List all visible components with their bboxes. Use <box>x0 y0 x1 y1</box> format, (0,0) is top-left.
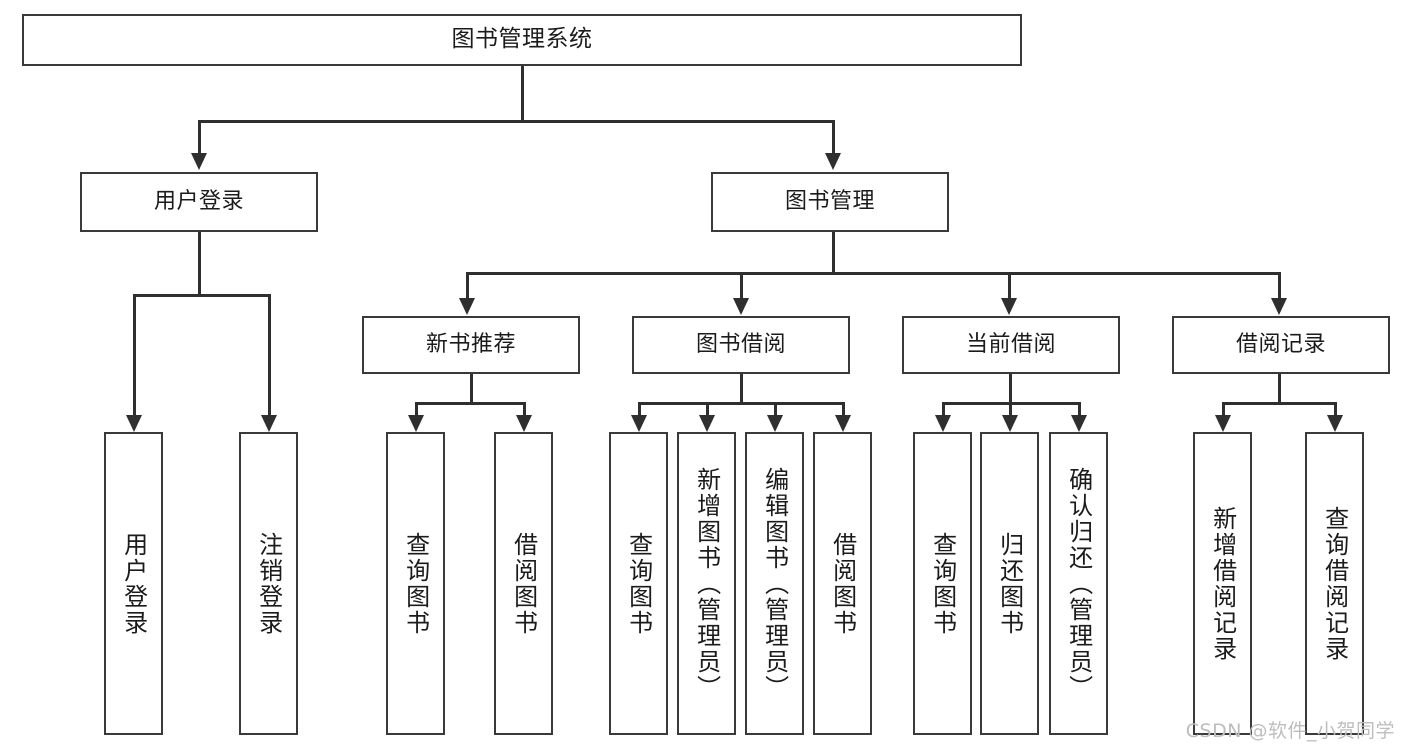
leaf-label: 新增借阅记录 <box>1208 505 1237 662</box>
node-book-manage[interactable]: 图书管理 <box>711 172 949 232</box>
connector-bookmanage-drop-2 <box>740 272 743 299</box>
arrow-to-book-borrow <box>733 298 749 315</box>
connector-bookborrow-stem <box>740 374 743 404</box>
connector-borrowrecord-drop-1 <box>1222 402 1225 416</box>
arrow-to-bookborrow-leaf-2 <box>699 415 715 432</box>
connector-userlogin-drop-1 <box>133 294 136 416</box>
arrow-to-newbook-leaf-2 <box>516 415 532 432</box>
leaf-bookborrow-query-book[interactable]: 查询图书 <box>609 432 668 735</box>
node-borrow-record[interactable]: 借阅记录 <box>1172 316 1390 374</box>
connector-bookborrow-drop-3 <box>774 402 777 416</box>
leaf-label: 用户登录 <box>119 531 148 636</box>
leaf-newbook-borrow-book[interactable]: 借阅图书 <box>494 432 553 735</box>
arrow-to-leaf-user-login <box>126 415 142 432</box>
arrow-to-bookborrow-leaf-4 <box>835 415 851 432</box>
leaf-label: 注销登录 <box>254 531 283 636</box>
connector-userlogin-stem <box>198 232 201 296</box>
arrow-to-borrowrecord-leaf-2 <box>1327 415 1343 432</box>
connector-bookmanage-bus <box>466 272 1281 275</box>
node-new-book-recommend[interactable]: 新书推荐 <box>362 316 580 374</box>
connector-root-stem <box>521 66 524 122</box>
leaf-currentborrow-return-book[interactable]: 归还图书 <box>980 432 1039 735</box>
leaf-label: 归还图书 <box>995 531 1024 636</box>
node-current-borrow[interactable]: 当前借阅 <box>902 316 1120 374</box>
leaf-label: 确认归还（管理员） <box>1064 466 1093 701</box>
arrow-to-borrow-record <box>1271 298 1287 315</box>
connector-bookmanage-drop-1 <box>466 272 469 299</box>
arrow-to-bookborrow-leaf-1 <box>631 415 647 432</box>
connector-root-bus <box>198 120 834 123</box>
arrow-to-borrowrecord-leaf-1 <box>1215 415 1231 432</box>
leaf-borrowrecord-add-record[interactable]: 新增借阅记录 <box>1193 432 1252 735</box>
arrow-to-currentborrow-leaf-3 <box>1071 415 1087 432</box>
arrow-to-new-book <box>459 298 475 315</box>
connector-borrowrecord-drop-2 <box>1334 402 1337 416</box>
connector-currentborrow-drop-1 <box>942 402 945 416</box>
node-root-system[interactable]: 图书管理系统 <box>22 14 1022 66</box>
leaf-label: 查询图书 <box>401 531 430 636</box>
leaf-label: 借阅图书 <box>509 531 538 636</box>
csdn-watermark: CSDN @软件_小贺同学 <box>1185 720 1395 742</box>
leaf-label: 查询借阅记录 <box>1320 505 1349 662</box>
leaf-logout[interactable]: 注销登录 <box>239 432 298 735</box>
connector-newbook-bus <box>415 402 525 405</box>
connector-borrowrecord-stem <box>1278 374 1281 404</box>
connector-bookborrow-bus <box>638 402 844 405</box>
leaf-label: 借阅图书 <box>828 531 857 636</box>
leaf-bookborrow-edit-book-admin[interactable]: 编辑图书（管理员） <box>745 432 804 735</box>
connector-currentborrow-drop-3 <box>1078 402 1081 416</box>
leaf-label: 新增图书（管理员） <box>692 466 721 701</box>
arrow-to-book-manage <box>825 153 841 170</box>
leaf-bookborrow-add-book-admin[interactable]: 新增图书（管理员） <box>677 432 736 735</box>
leaf-label: 编辑图书（管理员） <box>760 466 789 701</box>
leaf-bookborrow-borrow-book[interactable]: 借阅图书 <box>813 432 872 735</box>
node-user-login[interactable]: 用户登录 <box>80 172 318 232</box>
connector-bookmanage-drop-4 <box>1278 272 1281 299</box>
leaf-borrowrecord-query-record[interactable]: 查询借阅记录 <box>1305 432 1364 735</box>
connector-root-drop-left <box>198 120 201 154</box>
leaf-newbook-query-book[interactable]: 查询图书 <box>386 432 445 735</box>
arrow-to-user-login <box>191 153 207 170</box>
leaf-label: 查询图书 <box>624 531 653 636</box>
leaf-user-login[interactable]: 用户登录 <box>104 432 163 735</box>
leaf-currentborrow-confirm-return-admin[interactable]: 确认归还（管理员） <box>1049 432 1108 735</box>
connector-newbook-drop-1 <box>415 402 418 416</box>
arrow-to-currentborrow-leaf-2 <box>1002 415 1018 432</box>
connector-bookborrow-drop-2 <box>706 402 709 416</box>
arrow-to-current-borrow <box>1001 298 1017 315</box>
connector-root-drop-right <box>832 120 835 154</box>
connector-currentborrow-drop-2 <box>1009 402 1012 416</box>
connector-bookmanage-stem <box>832 232 835 274</box>
connector-newbook-drop-2 <box>523 402 526 416</box>
connector-borrowrecord-bus <box>1222 402 1336 405</box>
connector-bookborrow-drop-1 <box>638 402 641 416</box>
connector-bookborrow-drop-4 <box>842 402 845 416</box>
connector-newbook-stem <box>470 374 473 404</box>
connector-userlogin-drop-2 <box>268 294 271 416</box>
connector-bookmanage-drop-3 <box>1008 272 1011 299</box>
arrow-to-bookborrow-leaf-3 <box>767 415 783 432</box>
leaf-label: 查询图书 <box>928 531 957 636</box>
arrow-to-newbook-leaf-1 <box>408 415 424 432</box>
leaf-currentborrow-query-book[interactable]: 查询图书 <box>913 432 972 735</box>
arrow-to-currentborrow-leaf-1 <box>935 415 951 432</box>
node-book-borrow[interactable]: 图书借阅 <box>632 316 850 374</box>
arrow-to-leaf-logout <box>261 415 277 432</box>
connector-currentborrow-stem <box>1009 374 1012 404</box>
connector-userlogin-bus <box>133 294 270 297</box>
